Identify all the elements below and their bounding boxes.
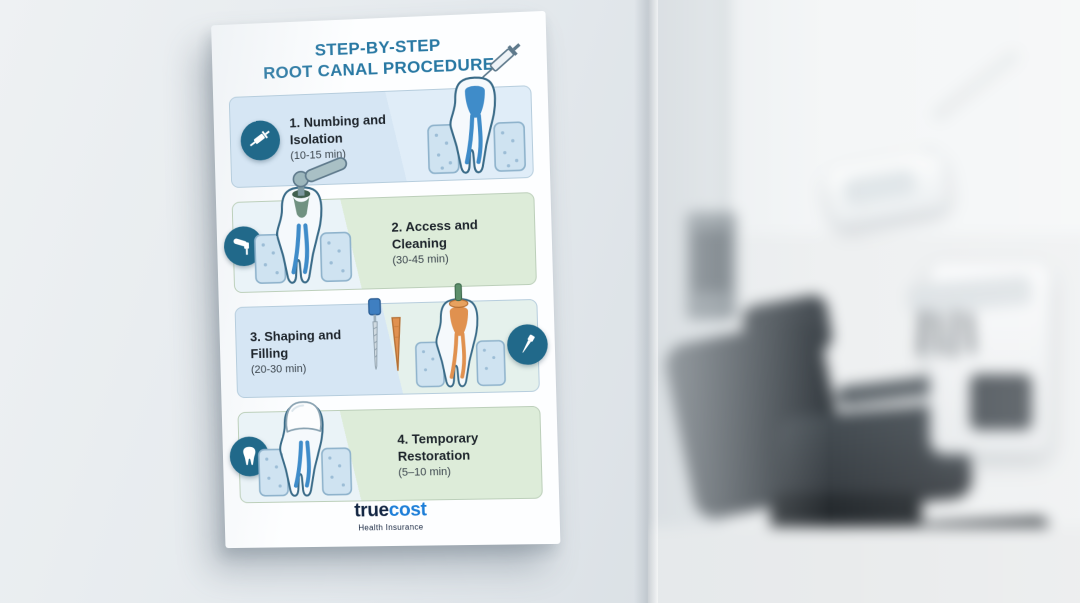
step-1-panel: 1. Numbing and Isolation (10-15 min) — [228, 43, 534, 189]
step-3-duration: (20-30 min) — [250, 362, 307, 377]
chair-seat — [776, 401, 974, 515]
upper-wall — [648, 0, 1080, 234]
step-3-text: 3. Shaping and Filling (20-30 min) — [250, 327, 362, 376]
handpiece-3 — [950, 309, 959, 359]
step-3-label: 3. Shaping and Filling — [249, 327, 342, 361]
step-1-duration: (10-15 min) — [290, 148, 347, 163]
step-3-panel: 3. Shaping and Filling (20-30 min) — [234, 299, 549, 399]
chair-armrest — [835, 372, 955, 408]
chair-base — [770, 494, 922, 594]
chair-backrest — [661, 315, 853, 523]
tooth-icon — [229, 436, 270, 478]
logo-part-cost: cost — [388, 499, 427, 522]
step-2-duration: (30-45 min) — [392, 253, 449, 267]
step-1-label: 1. Numbing and Isolation — [289, 112, 387, 148]
truecost-logo: truecost — [224, 497, 559, 524]
left-wall-shade — [648, 0, 726, 603]
instrument-tray — [906, 274, 1034, 316]
chair-headrest — [739, 292, 835, 364]
steps-list: 1. Numbing and Isolation (10-15 min) — [223, 43, 549, 504]
lamp-face — [842, 167, 918, 207]
cart-dark-module — [970, 374, 1032, 430]
endo-file-and-gutta-percha-illustration — [361, 292, 410, 391]
tooth-restoration-illustration — [256, 399, 354, 502]
clinic-photo — [648, 0, 1080, 603]
handpiece-2 — [935, 311, 942, 357]
instrument-cart — [930, 264, 1050, 454]
step-4-text: 4. Temporary Restoration (5–10 min) — [397, 429, 549, 479]
step-4-panel: 4. Temporary Restoration (5–10 min) — [229, 406, 543, 504]
chair-footrest — [896, 516, 1052, 586]
lamp-head — [823, 150, 951, 228]
wall-panel — [686, 212, 736, 320]
step-4-duration: (5–10 min) — [398, 465, 452, 479]
syringe-icon — [240, 120, 281, 162]
endo-file-icon — [506, 324, 549, 366]
wall-panel-core — [692, 230, 730, 292]
poster-footer: truecost Health Insurance — [224, 497, 560, 534]
handpiece-1 — [918, 309, 927, 357]
root-canal-poster: STEP-BY-STEP ROOT CANAL PROCEDURE — [211, 10, 561, 549]
lamp-arm — [928, 46, 1024, 125]
clinic-photo-blur-layer — [648, 0, 1080, 603]
floor — [648, 527, 1080, 603]
handpiece-4 — [966, 311, 975, 355]
dental-drill-icon — [223, 226, 264, 268]
logo-part-true: true — [353, 500, 390, 522]
step-1-text: 1. Numbing and Isolation (10-15 min) — [289, 112, 401, 162]
wall-corner-line — [724, 0, 728, 222]
lamp-elbow — [918, 150, 938, 170]
step-4-label: 4. Temporary Restoration — [397, 430, 479, 464]
tooth-numbing-illustration — [421, 43, 531, 179]
step-2-label: 2. Access and Cleaning — [391, 217, 479, 252]
step-2-panel: 2. Access and Cleaning (30-45 min) — [223, 192, 537, 294]
step-2-text: 2. Access and Cleaning (30-45 min) — [391, 216, 533, 267]
tooth-access-illustration — [252, 182, 354, 290]
tooth-filling-illustration — [411, 295, 508, 392]
